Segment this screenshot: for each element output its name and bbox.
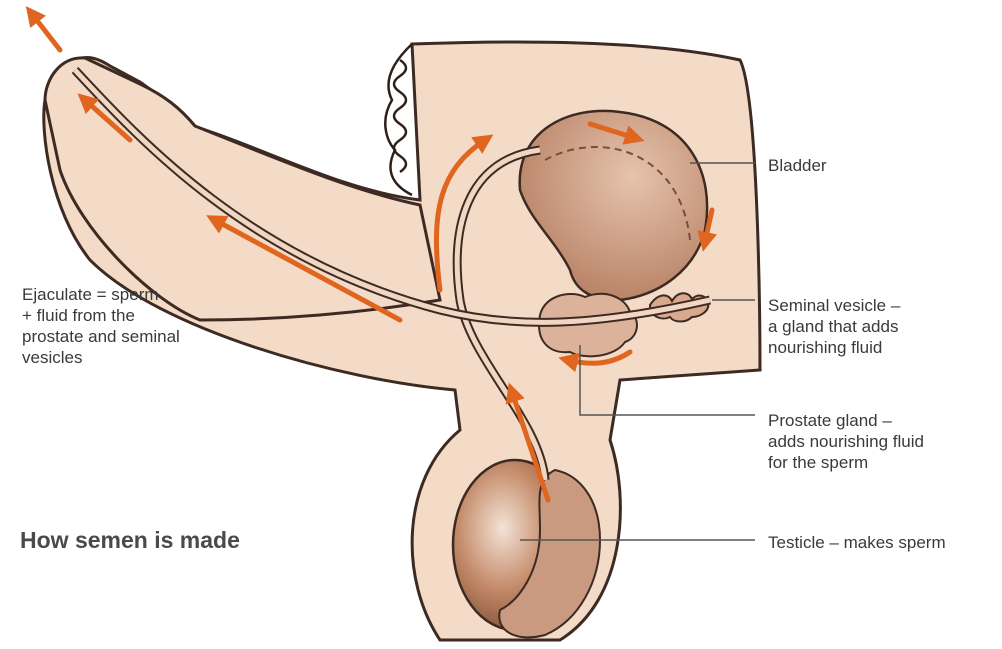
label-seminal-vesicle: Seminal vesicle – a gland that adds nour…	[768, 295, 900, 358]
label-testicle: Testicle – makes sperm	[768, 532, 946, 553]
label-line: Seminal vesicle –	[768, 295, 900, 316]
diagram-title: How semen is made	[20, 527, 240, 554]
orange-arrow-icon	[32, 14, 60, 50]
label-line: + fluid from the	[22, 305, 180, 326]
label-line: a gland that adds	[768, 316, 900, 337]
label-line: nourishing fluid	[768, 337, 900, 358]
label-line: Bladder	[768, 155, 827, 176]
pubic-hair	[385, 44, 412, 195]
label-line: prostate and seminal	[22, 326, 180, 347]
label-line: vesicles	[22, 347, 180, 368]
label-bladder: Bladder	[768, 155, 827, 176]
label-line: adds nourishing fluid	[768, 431, 924, 452]
label-line: Testicle – makes sperm	[768, 532, 946, 553]
label-line: Ejaculate = sperm	[22, 284, 180, 305]
label-prostate: Prostate gland – adds nourishing fluid f…	[768, 410, 924, 473]
label-ejaculate: Ejaculate = sperm + fluid from the prost…	[22, 284, 180, 368]
label-line: Prostate gland –	[768, 410, 924, 431]
label-line: for the sperm	[768, 452, 924, 473]
